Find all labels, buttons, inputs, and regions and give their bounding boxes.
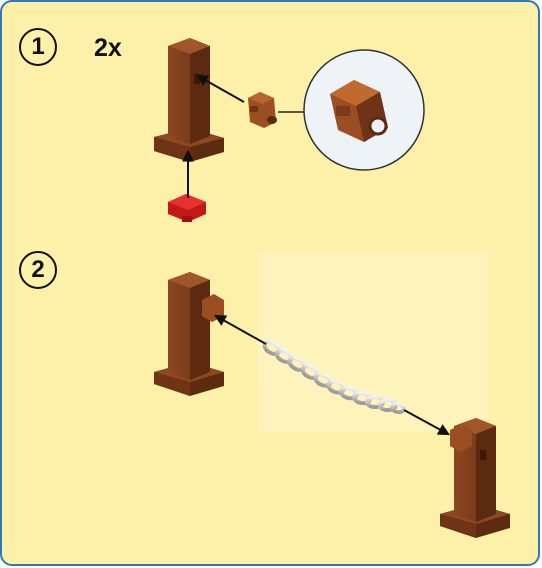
step-1-number-text: 1 xyxy=(31,33,45,60)
metal-chain xyxy=(262,340,406,415)
step2-scene-background xyxy=(258,252,488,432)
arrow-chain-to-left-clip xyxy=(213,314,267,345)
red-plate xyxy=(168,194,206,222)
step2-post-right xyxy=(440,418,510,538)
step2-post-left xyxy=(154,272,224,396)
step-2-number-text: 2 xyxy=(31,256,45,283)
arrow-clip-to-post xyxy=(195,74,245,103)
step-1-number: 1 xyxy=(19,28,57,66)
step1-post xyxy=(154,38,224,162)
step-2-number: 2 xyxy=(19,251,57,289)
arrow-chain-to-right-clip xyxy=(403,409,451,436)
clip-callout-part xyxy=(330,80,388,142)
clip-part xyxy=(248,92,277,128)
step-1-quantity: 2x xyxy=(94,34,122,62)
